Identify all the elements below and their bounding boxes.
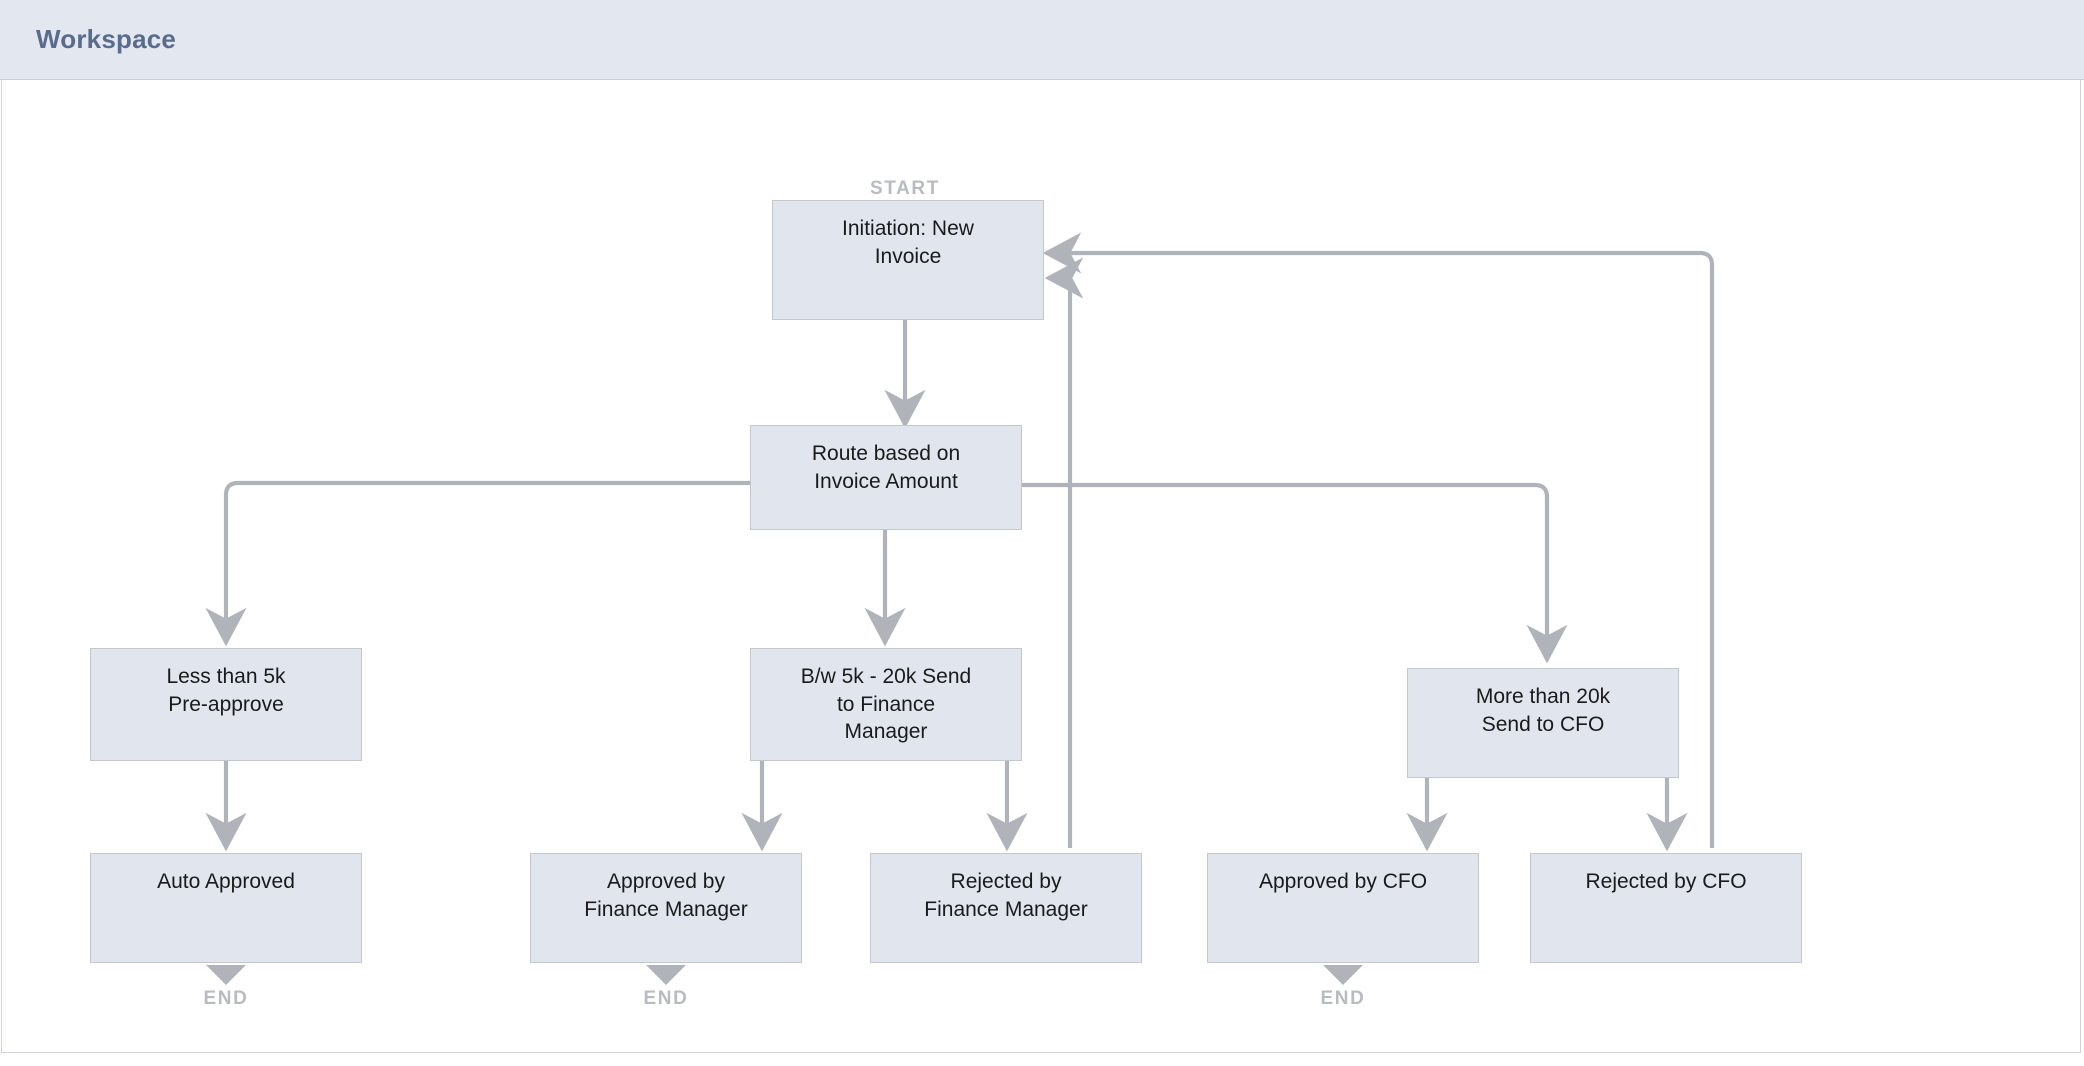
node-label: Rejected by Finance Manager (924, 870, 1088, 921)
node-label: Less than 5k Pre-approve (166, 665, 286, 716)
node-label: B/w 5k - 20k Send to Finance Manager (800, 665, 972, 744)
node-label: Initiation: New Invoice (842, 217, 974, 268)
node-label: Rejected by CFO (1585, 870, 1747, 893)
node-initiation[interactable]: Initiation: New Invoice (772, 200, 1044, 320)
node-label: Approved by Finance Manager (584, 870, 748, 921)
start-label: START (870, 178, 940, 199)
end-terminal-approved-cfo: END (1283, 965, 1403, 1010)
end-terminal-approved-fm: END (606, 965, 726, 1010)
edge-route-more20k (1022, 482, 1568, 664)
end-arrow-icon (646, 965, 686, 985)
end-arrow-icon (1323, 965, 1363, 985)
end-terminal-auto-approved: END (166, 965, 286, 1010)
end-label: END (1320, 988, 1366, 1009)
node-less-than-5k[interactable]: Less than 5k Pre-approve (90, 648, 362, 761)
edge-rejectedfm-initiation (1044, 257, 1084, 848)
node-more-than-20k[interactable]: More than 20k Send to CFO (1407, 668, 1679, 778)
page-title: Workspace (36, 24, 177, 54)
node-rejected-by-finance-manager[interactable]: Rejected by Finance Manager (870, 853, 1142, 963)
end-label: END (203, 988, 249, 1009)
node-label: Approved by CFO (1258, 870, 1428, 893)
node-auto-approved[interactable]: Auto Approved (90, 853, 362, 963)
workspace-header: Workspace (0, 0, 2084, 80)
edge-layer (205, 232, 1715, 852)
node-rejected-by-cfo[interactable]: Rejected by CFO (1530, 853, 1802, 963)
end-arrow-icon (206, 965, 246, 985)
edge-route-less5k (205, 480, 750, 647)
diagram-canvas[interactable]: START Initiation: New Invoice Route base… (1, 80, 2081, 1053)
end-label: END (643, 988, 689, 1009)
edge-rejectedcfo-initiation (1042, 232, 1715, 848)
node-label: Route based on Invoice Amount (811, 442, 961, 493)
node-bw-5k-20k[interactable]: B/w 5k - 20k Send to Finance Manager (750, 648, 1022, 761)
node-route[interactable]: Route based on Invoice Amount (750, 425, 1022, 530)
node-label: Auto Approved (157, 870, 295, 893)
node-approved-by-finance-manager[interactable]: Approved by Finance Manager (530, 853, 802, 963)
node-label: More than 20k Send to CFO (1475, 685, 1611, 736)
node-approved-by-cfo[interactable]: Approved by CFO (1207, 853, 1479, 963)
